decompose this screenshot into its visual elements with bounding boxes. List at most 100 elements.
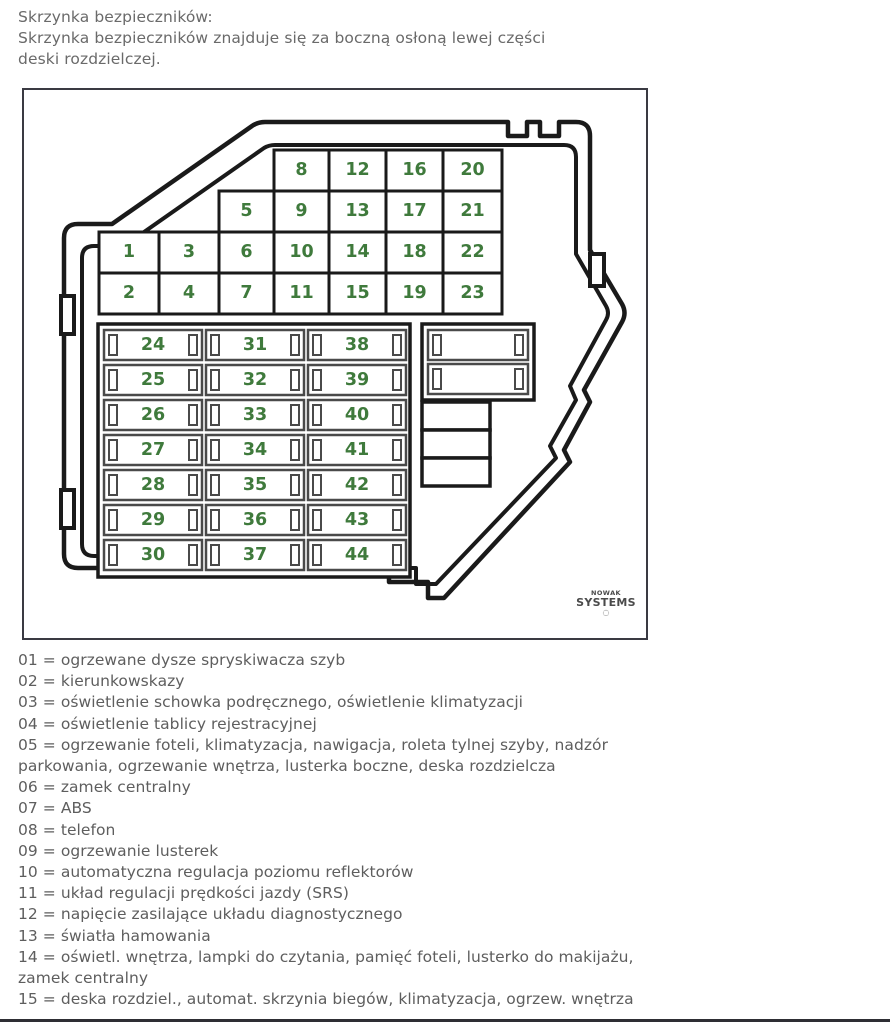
fuse-label-16: 16 xyxy=(402,160,427,180)
relay-cell-39 xyxy=(306,363,408,397)
relay-label-29: 29 xyxy=(140,510,166,530)
relay-tab-left xyxy=(108,334,118,356)
relay-cell-27 xyxy=(102,433,204,467)
relay-tab-right xyxy=(290,439,300,461)
legend-item: 15 = deska rozdziel., automat. skrzynia … xyxy=(18,990,634,1009)
relay-row xyxy=(108,369,402,391)
fuse-label-14: 14 xyxy=(345,242,370,262)
relay-label-36: 36 xyxy=(242,510,268,530)
relay-cell-32 xyxy=(204,363,306,397)
relay-label-42: 42 xyxy=(344,475,370,495)
relay-label-43: 43 xyxy=(344,510,370,530)
legend-item: 09 = ogrzewanie lusterek xyxy=(18,841,219,860)
relay-row xyxy=(102,538,408,572)
fuse-label-18: 18 xyxy=(402,242,427,262)
header-line-1: Skrzynka bezpieczników: xyxy=(18,8,213,26)
relay-row xyxy=(108,334,402,356)
fuse-cell-12 xyxy=(327,148,388,193)
legend-item: 01 = ogrzewane dysze spryskiwacza szyb xyxy=(18,651,346,669)
relay-tab-left xyxy=(312,474,322,496)
fuse-cell-4 xyxy=(157,271,221,316)
side-slot-narrow-1 xyxy=(420,400,492,432)
legend-item: 06 = zamek centralny xyxy=(18,778,191,797)
fuse-cell-22 xyxy=(441,230,504,275)
relay-cell-36 xyxy=(204,503,306,537)
fuse-cell-5 xyxy=(217,189,276,234)
watermark-top-text: NOWAK xyxy=(591,589,621,597)
relay-cell-41 xyxy=(306,433,408,467)
relay-cell-30 xyxy=(102,538,204,572)
relay-tab-right xyxy=(188,509,198,531)
fuse-label-10: 10 xyxy=(289,242,314,262)
fuse-cell-7 xyxy=(217,271,276,316)
side-slot-wide-2-tab-left xyxy=(432,368,442,390)
relay-tab-right xyxy=(188,334,198,356)
relay-row xyxy=(108,404,402,426)
fuse-label-12: 12 xyxy=(345,160,370,180)
fuse-cell-23 xyxy=(441,271,504,316)
relay-label-39: 39 xyxy=(344,370,370,390)
legend-item: 05 = ogrzewanie foteli, klimatyzacja, na… xyxy=(18,735,609,776)
relay-cell-29 xyxy=(102,503,204,537)
relay-tab-right xyxy=(188,544,198,566)
fuse-label-17: 17 xyxy=(402,201,427,221)
fuse-label-21: 21 xyxy=(460,201,485,221)
relay-label-35: 35 xyxy=(242,475,268,495)
relay-cell-42 xyxy=(306,468,408,502)
relay-tab-right xyxy=(290,334,300,356)
fuse-label-5: 5 xyxy=(240,201,253,221)
relay-tab-left xyxy=(210,404,220,426)
housing-tab-right-upper xyxy=(588,252,606,288)
relay-tab-right xyxy=(290,369,300,391)
legend-item: 02 = kierunkowskazy xyxy=(18,672,185,691)
fuse-label-2: 2 xyxy=(122,283,136,303)
relay-tab-right xyxy=(290,509,300,531)
watermark-main-text: SYSTEMS xyxy=(576,596,636,609)
relay-label-34: 34 xyxy=(242,440,268,460)
side-slot-wide-2-tab-right xyxy=(514,368,524,390)
legend-item: 10 = automatyczna regulacja poziomu refl… xyxy=(18,863,414,882)
relay-cell-24 xyxy=(102,328,204,362)
fuse-label-19: 19 xyxy=(402,283,427,303)
fuse-cell-2 xyxy=(97,271,161,316)
relay-tab-right xyxy=(188,439,198,461)
relay-label-41: 41 xyxy=(344,440,370,460)
fuse-cell-18 xyxy=(384,230,445,275)
watermark-dot-icon: ◌ xyxy=(602,608,610,617)
relay-tab-left xyxy=(210,509,220,531)
side-slot-narrow-3 xyxy=(420,456,492,488)
relay-label-26: 26 xyxy=(140,405,166,425)
relay-tab-right xyxy=(392,334,402,356)
side-slot-wide-1-tab-right xyxy=(514,334,524,356)
relay-tab-left xyxy=(312,509,322,531)
relay-tab-left xyxy=(108,404,118,426)
side-slot-wide-1 xyxy=(426,328,530,362)
relay-row xyxy=(102,433,408,467)
legend-item: 03 = oświetlenie schowka podręcznego, oś… xyxy=(18,693,524,712)
legend-item: 12 = napięcie zasilające układu diagnost… xyxy=(18,905,403,924)
fuse-label-3: 3 xyxy=(182,242,196,262)
relay-tab-right xyxy=(392,474,402,496)
relay-tab-left xyxy=(312,369,322,391)
relay-tab-left xyxy=(108,544,118,566)
relay-row xyxy=(102,398,408,432)
relay-tab-left xyxy=(108,509,118,531)
relay-tab-left xyxy=(312,404,322,426)
fuse-label-8: 8 xyxy=(295,160,308,180)
fuse-label-9: 9 xyxy=(295,201,308,221)
fuse-cell-15 xyxy=(327,271,388,316)
relay-tab-right xyxy=(392,369,402,391)
relay-tab-right xyxy=(392,439,402,461)
relay-tab-left xyxy=(210,474,220,496)
relay-label-44: 44 xyxy=(344,545,370,565)
relay-tab-right xyxy=(290,474,300,496)
fuse-label-4: 4 xyxy=(182,283,196,303)
relay-cell-28 xyxy=(102,468,204,502)
relay-cell-40 xyxy=(306,398,408,432)
legend-item: 04 = oświetlenie tablicy rejestracyjnej xyxy=(18,714,317,733)
relay-label-28: 28 xyxy=(140,475,166,495)
fuse-box-drawing xyxy=(59,119,627,601)
relay-tab-right xyxy=(188,474,198,496)
relay-cell-44 xyxy=(306,538,408,572)
header-line-3: deski rozdzielczej. xyxy=(18,50,161,68)
